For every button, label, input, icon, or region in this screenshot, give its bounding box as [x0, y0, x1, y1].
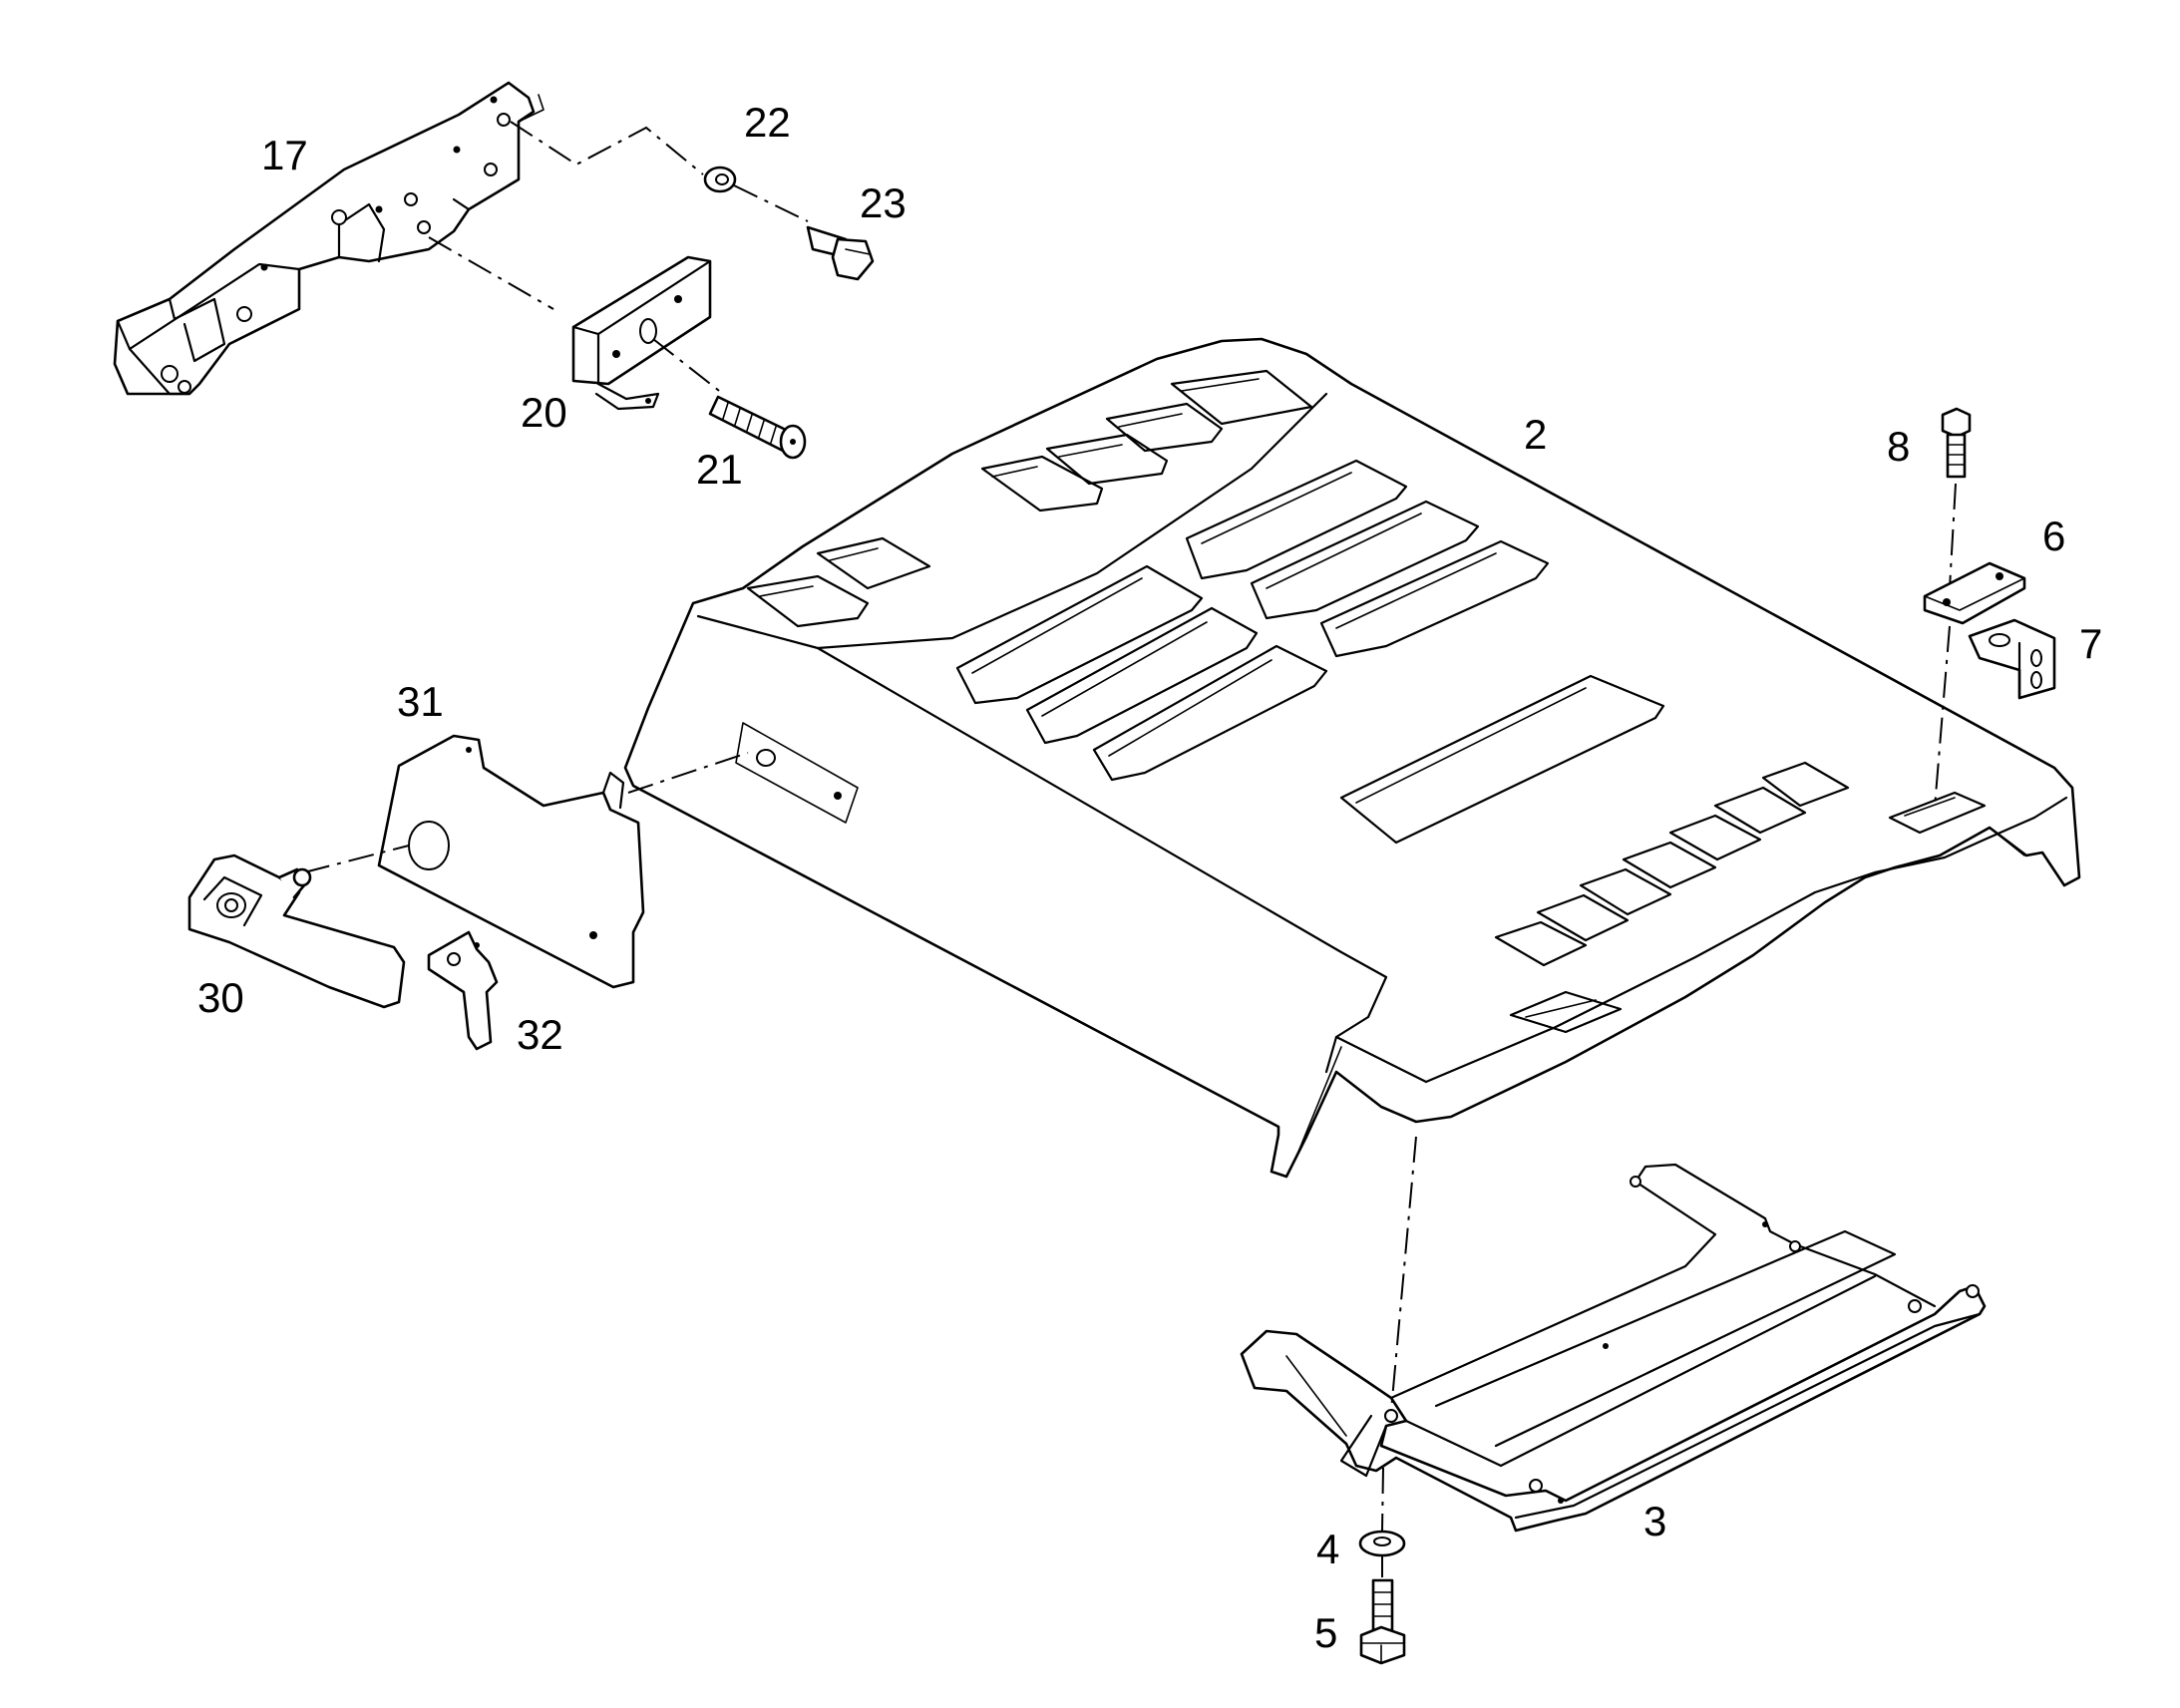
- washer-part-22: [703, 166, 737, 193]
- callout-32: 32: [517, 1011, 563, 1058]
- plate-part-6: [1923, 561, 2026, 625]
- callout-17: 17: [261, 132, 308, 178]
- callout-30: 30: [197, 974, 244, 1021]
- callout-7: 7: [2079, 620, 2102, 667]
- callout-23: 23: [860, 179, 907, 226]
- callout-labels: 17 22 23 20 21 2 8 6 7 31 30 32 3 4 5: [197, 99, 2102, 1656]
- callout-2: 2: [1524, 411, 1547, 458]
- callout-5: 5: [1314, 1609, 1337, 1656]
- washer-part-4: [1358, 1530, 1406, 1557]
- callout-6: 6: [2042, 512, 2065, 559]
- bolt-part-8: [1941, 407, 1972, 479]
- callout-20: 20: [521, 389, 567, 436]
- base-frame-part: [1240, 1163, 1987, 1533]
- bolt-part-23: [806, 225, 875, 281]
- callout-21: 21: [696, 446, 743, 493]
- latch-block-part: [571, 255, 712, 411]
- side-panel-part: [377, 734, 645, 989]
- callout-8: 8: [1887, 423, 1910, 470]
- bolt-part-5: [1359, 1578, 1406, 1665]
- handle-part: [187, 854, 406, 1009]
- callout-4: 4: [1316, 1526, 1339, 1572]
- mounting-bracket-part: [113, 81, 545, 396]
- callout-31: 31: [397, 678, 444, 725]
- callout-3: 3: [1643, 1498, 1666, 1544]
- hood-cover-part: [623, 337, 2081, 1179]
- callout-22: 22: [744, 99, 791, 146]
- screw-part-21: [708, 395, 807, 460]
- bracket-part-32: [427, 930, 499, 1051]
- clip-part-7: [1968, 618, 2056, 700]
